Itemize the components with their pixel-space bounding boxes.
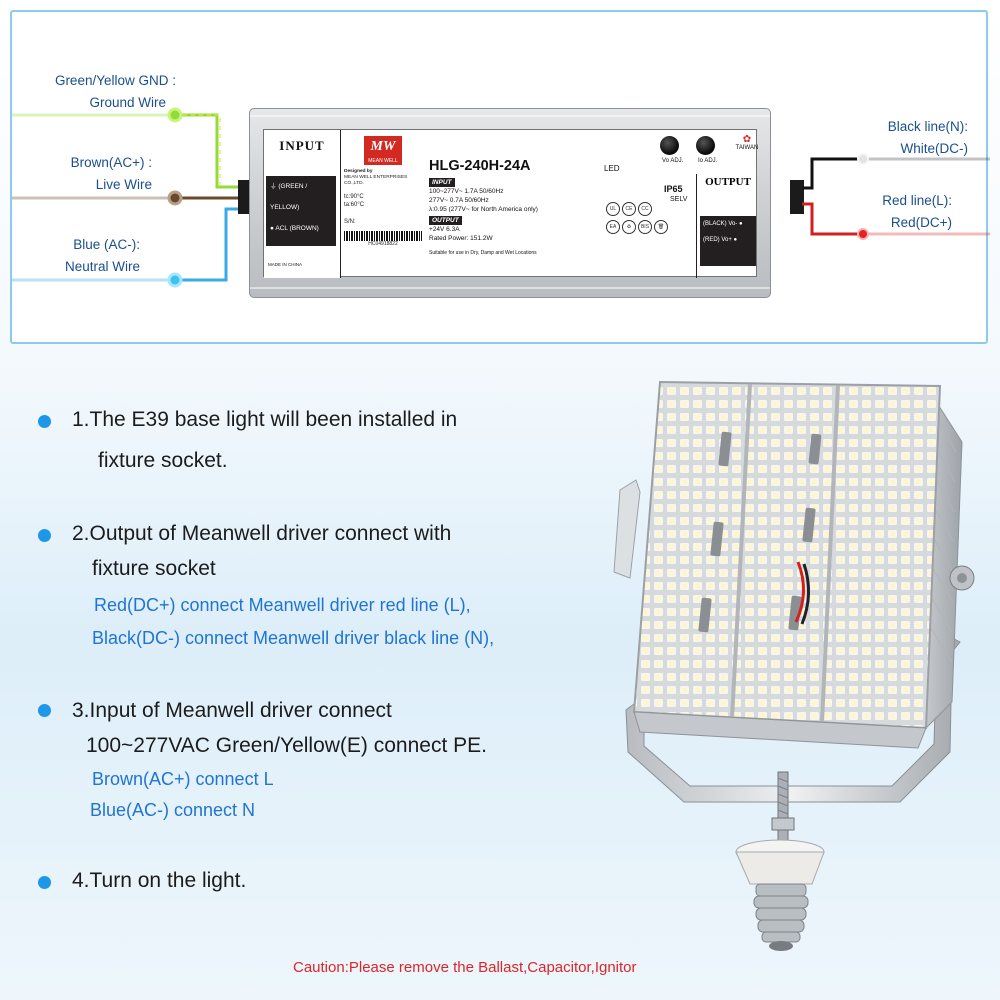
terminal-ground: ⏚ (GREEN / YELLOW) (270, 183, 308, 211)
e39-base (753, 883, 809, 943)
input-title: INPUT (279, 138, 325, 153)
eac-icon: EA (606, 220, 620, 234)
wiring-lines (12, 107, 990, 288)
sn-label: S/N: (344, 219, 356, 225)
terminal-acl: ● ACL (BROWN) (270, 225, 319, 232)
output-spec-1: +24V 6.3A (429, 226, 460, 233)
instruction-steps: 1.The E39 base light will been installed… (38, 408, 495, 892)
barcode (344, 231, 422, 241)
step-3-bullet-icon (38, 704, 51, 717)
temp-tc: tc:90°C (344, 194, 364, 200)
vo-adj-label: Vo ADJ. (662, 158, 684, 164)
ground-dot (167, 107, 183, 123)
live-dot (167, 190, 183, 206)
red-output-wire (802, 202, 858, 236)
made-in-text: MADE IN CHINA (268, 262, 303, 267)
ul-icon: UL (606, 202, 620, 216)
taiwan-mark: ✿ TAIWAN (732, 134, 762, 151)
step-2-sub-1: Red(DC+) connect Meanwell driver red lin… (94, 595, 471, 615)
ground-label-sub: Ground Wire (89, 95, 166, 110)
caution-note: Caution:Please remove the Ballast,Capaci… (293, 959, 637, 976)
step-1-line-1: 1.The E39 base light will been installed… (72, 408, 458, 431)
step-4-line-1: 4.Turn on the light. (72, 869, 247, 892)
output-spec-2: Rated Power: 151.2W (429, 235, 493, 242)
taiwan-flower-icon: ✿ (742, 134, 752, 145)
io-adj-knob[interactable] (696, 136, 715, 155)
io-adj-label: Io ADJ. (698, 158, 718, 164)
neutral-label-sub: Neutral Wire (64, 259, 140, 274)
step-1-line-2: fixture socket. (98, 449, 228, 472)
spec-block: INPUT 100~277V~ 1.7A 50/60Hz 277V~ 0.7A … (429, 178, 599, 258)
selv-mark: SELV (670, 196, 688, 203)
input-spec-3: λ:0.95 (277V~ for North America only) (429, 206, 538, 213)
model-number: HLG-240H-24A (429, 158, 531, 174)
step-2-line-1: 2.Output of Meanwell driver connect with (72, 522, 452, 545)
dc-minus-dot (857, 153, 869, 165)
bis-icon: BIS (638, 220, 652, 234)
designed-by: Designed by (344, 169, 373, 174)
temp-ta: ta:60°C (344, 202, 365, 208)
step-2-bullet-icon (38, 529, 51, 542)
dc-plus-dot (857, 228, 869, 240)
live-label-title: Brown(AC+) : (70, 155, 152, 170)
neutral-dot (167, 272, 183, 288)
brand-column: MW MEAN WELL Designed by MEAN WELL ENTER… (344, 136, 422, 272)
red-line-title: Red line(L): (882, 193, 952, 208)
black-line-label: Black line(N): White(DC-) (858, 116, 968, 160)
black-output-wire (802, 157, 858, 190)
red-line-label: Red line(L): Red(DC+) (858, 190, 952, 234)
output-title: OUTPUT (705, 176, 751, 188)
input-spec-2: 277V~ 0.7A 50/60Hz (429, 197, 489, 204)
step-1-bullet-icon (38, 415, 51, 428)
step-3-sub-1: Brown(AC+) connect L (92, 769, 274, 789)
serial-number: HC04918822 (368, 241, 398, 247)
neutral-label-title: Blue (AC-): (73, 237, 140, 252)
ip-rating: IP65 (664, 184, 683, 194)
output-terminals: (BLACK) Vo- ● (RED) Vo+ ● (700, 216, 756, 266)
live-label: Brown(AC+) : Live Wire (28, 152, 152, 196)
black-line-sub: White(DC-) (900, 141, 969, 156)
meanwell-logo: MW (364, 136, 402, 158)
led-panel (632, 380, 942, 730)
recycle-icon: ♻ (622, 220, 636, 234)
maker-text: MEAN WELL ENTERPRISES CO.,LTD. (344, 175, 408, 186)
step-2-sub-2: Black(DC-) connect Meanwell driver black… (92, 628, 495, 648)
ce-icon: CE (622, 202, 636, 216)
origin-text: TAIWAN (735, 145, 759, 151)
step-3-line-2: 100~277VAC Green/Yellow(E) connect PE. (86, 734, 487, 757)
output-tag: OUTPUT (429, 216, 462, 225)
ground-label: Green/Yellow GND : Ground Wire (28, 70, 176, 114)
terminal-vo-minus: (BLACK) Vo- ● (703, 221, 743, 227)
threaded-rod (777, 771, 789, 843)
input-tag: INPUT (429, 178, 455, 187)
neutral-label: Blue (AC-): Neutral Wire (28, 234, 140, 278)
input-terminal-block: INPUT ⏚ (GREEN / YELLOW) ● ACL (BROWN) ●… (264, 130, 341, 278)
meanwell-logo-sub: MEAN WELL (364, 158, 402, 165)
input-spec-1: 100~277V~ 1.7A 50/60Hz (429, 188, 504, 195)
temp-ratings: tc:90°C ta:60°C (344, 193, 422, 209)
step-3-sub-2: Blue(AC-) connect N (90, 800, 256, 820)
input-terminals: ⏚ (GREEN / YELLOW) ● ACL (BROWN) ● ACN (… (266, 176, 336, 253)
led-light-fixture-image (613, 380, 975, 951)
cert-marks: UL CE CC EA ♻ BIS 🗑 (604, 192, 694, 262)
black-line-title: Black line(N): (887, 119, 968, 134)
vo-adj-knob[interactable] (660, 136, 679, 155)
meanwell-driver: INPUT ⏚ (GREEN / YELLOW) ● ACL (BROWN) ●… (249, 108, 771, 298)
live-label-sub: Live Wire (95, 177, 152, 192)
step-4-bullet-icon (38, 876, 51, 889)
terminal-vo-plus: (RED) Vo+ ● (703, 237, 738, 243)
output-terminal-block: OUTPUT (BLACK) Vo- ● (RED) Vo+ ● (696, 174, 759, 278)
red-line-sub: Red(DC+) (890, 215, 952, 230)
step-2-line-2: fixture socket (92, 557, 216, 580)
ccc-icon: CC (638, 202, 652, 216)
weee-icon: 🗑 (654, 220, 668, 234)
terminal-acn: ● ACN (BLUE) (270, 246, 313, 253)
driver-label: INPUT ⏚ (GREEN / YELLOW) ● ACL (BROWN) ●… (263, 129, 759, 278)
step-3-line-1: 3.Input of Meanwell driver connect (72, 699, 392, 722)
led-text: LED (604, 164, 620, 173)
location-note: Suitable for use in Dry, Damp and Wet Lo… (429, 250, 537, 256)
ground-label-title: Green/Yellow GND : (54, 73, 176, 88)
